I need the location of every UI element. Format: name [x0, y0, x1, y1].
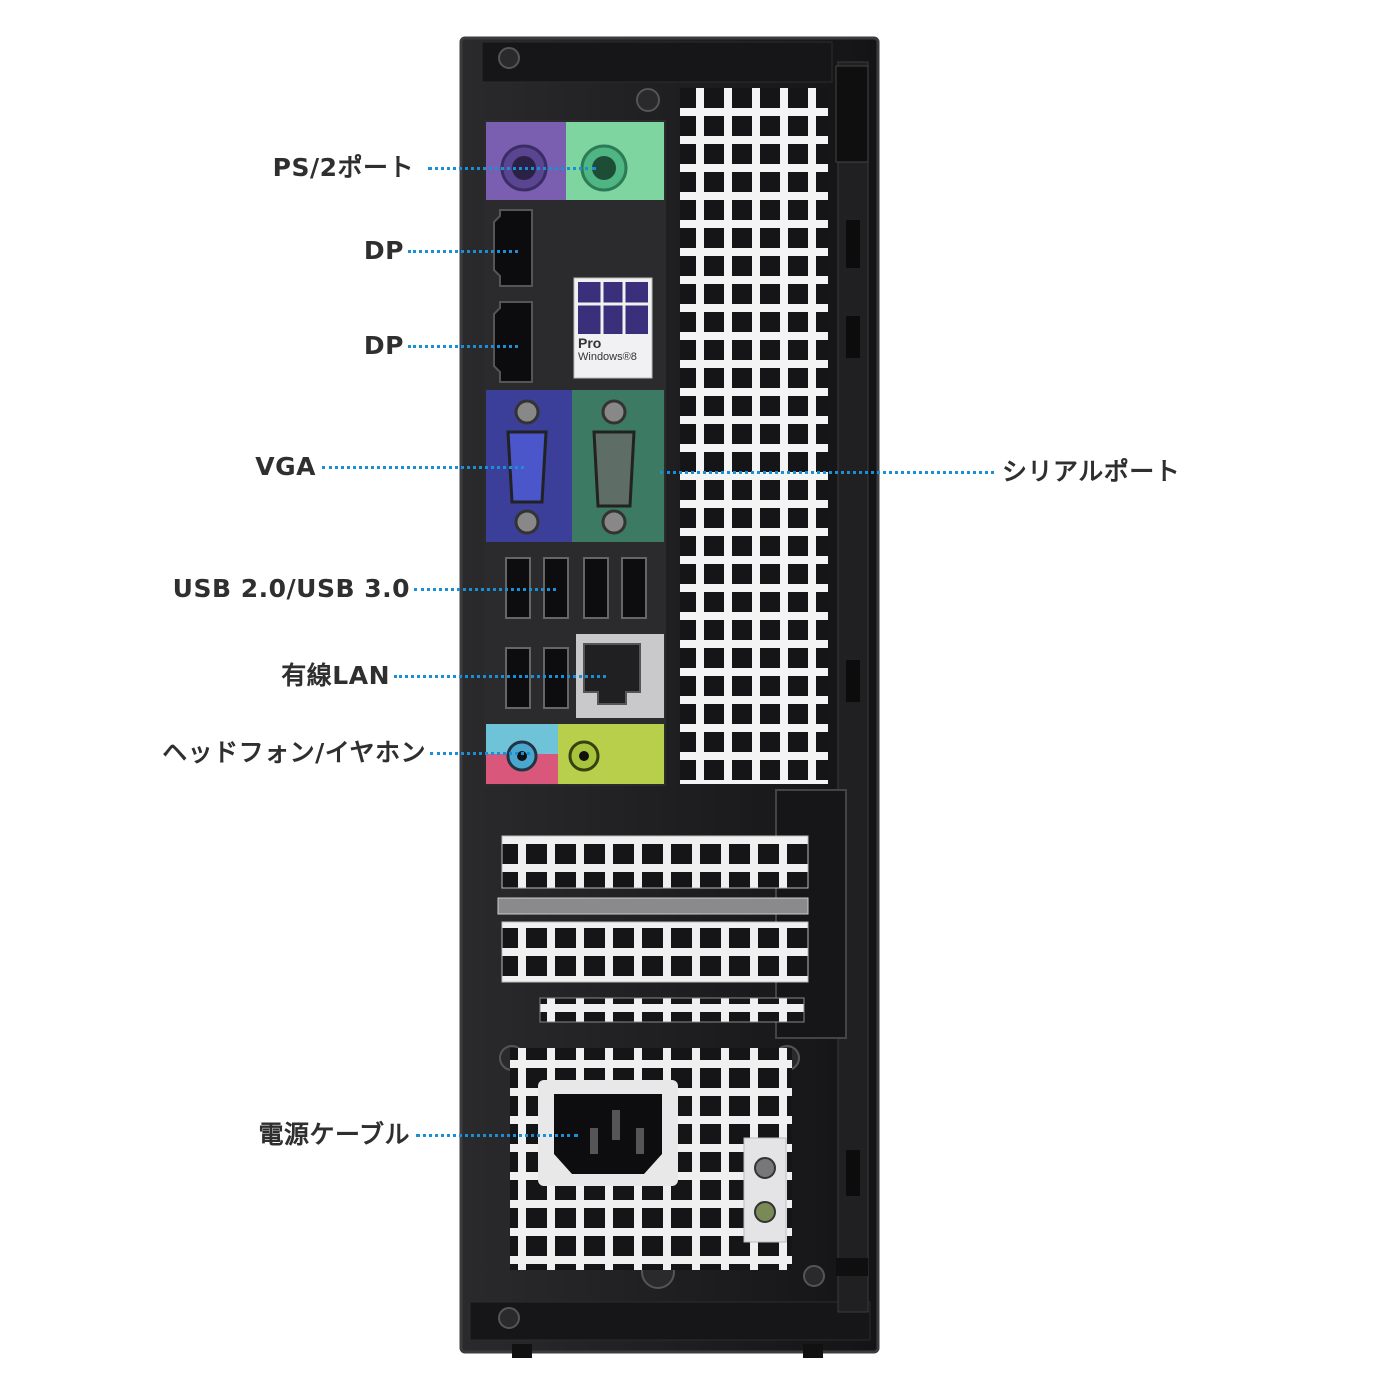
badge-line-1: Pro — [578, 335, 602, 351]
windows-badge-text: Pro Windows®8 — [578, 336, 650, 364]
leader-serial — [660, 471, 994, 474]
usb-port — [505, 647, 531, 709]
usb-port — [583, 557, 609, 619]
vent-grill — [680, 88, 828, 784]
callout-serial: シリアルポート — [1002, 457, 1181, 486]
serial-port — [592, 430, 636, 508]
callout-dp2: DP — [363, 331, 404, 360]
callout-lan: 有線LAN — [281, 661, 390, 690]
expansion-slot-2 — [501, 921, 809, 983]
callout-ps2: PS/2ポート — [272, 153, 414, 182]
leader-vga — [322, 466, 524, 469]
leader-usb — [414, 588, 556, 591]
leader-power — [416, 1134, 578, 1137]
usb-port — [543, 647, 569, 709]
vga-port — [506, 430, 548, 504]
leader-ps2 — [428, 167, 596, 170]
ethernet-port — [583, 643, 641, 705]
callout-power: 電源ケーブル — [258, 1120, 410, 1149]
callout-dp1: DP — [363, 236, 404, 265]
displayport-2 — [493, 301, 533, 383]
leader-dp2 — [408, 345, 518, 348]
expansion-slot-1 — [501, 835, 809, 889]
badge-line-2: Windows®8 — [578, 351, 637, 363]
callout-vga: VGA — [255, 452, 316, 481]
usb-port — [621, 557, 647, 619]
leader-lan — [394, 675, 606, 678]
callout-audio: ヘッドフォン/イヤホン — [162, 738, 426, 767]
leader-dp1 — [408, 250, 518, 253]
displayport-1 — [493, 209, 533, 287]
callout-usb: USB 2.0/USB 3.0 — [172, 574, 410, 603]
leader-audio — [430, 752, 530, 755]
